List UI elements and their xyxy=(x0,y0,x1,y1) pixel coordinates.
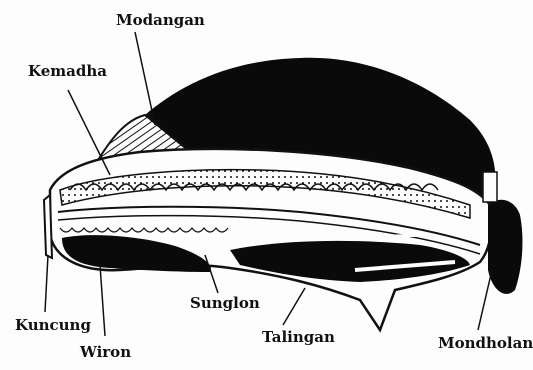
talingan-leader xyxy=(283,288,305,325)
label-sunglon: Sunglon xyxy=(190,296,260,311)
wiron-leader xyxy=(100,265,105,336)
mondholan-knot xyxy=(488,200,522,294)
label-mondholan: Mondholan xyxy=(438,336,533,351)
kuncung-tip xyxy=(44,195,52,258)
modangan-leader xyxy=(135,32,155,125)
kuncung-leader xyxy=(45,255,48,312)
label-modangan: Modangan xyxy=(116,13,205,28)
mondholan-leader xyxy=(478,270,492,330)
label-talingan: Talingan xyxy=(262,330,335,345)
label-kuncung: Kuncung xyxy=(15,318,91,333)
label-wiron: Wiron xyxy=(80,345,131,360)
label-kemadha: Kemadha xyxy=(28,64,107,79)
